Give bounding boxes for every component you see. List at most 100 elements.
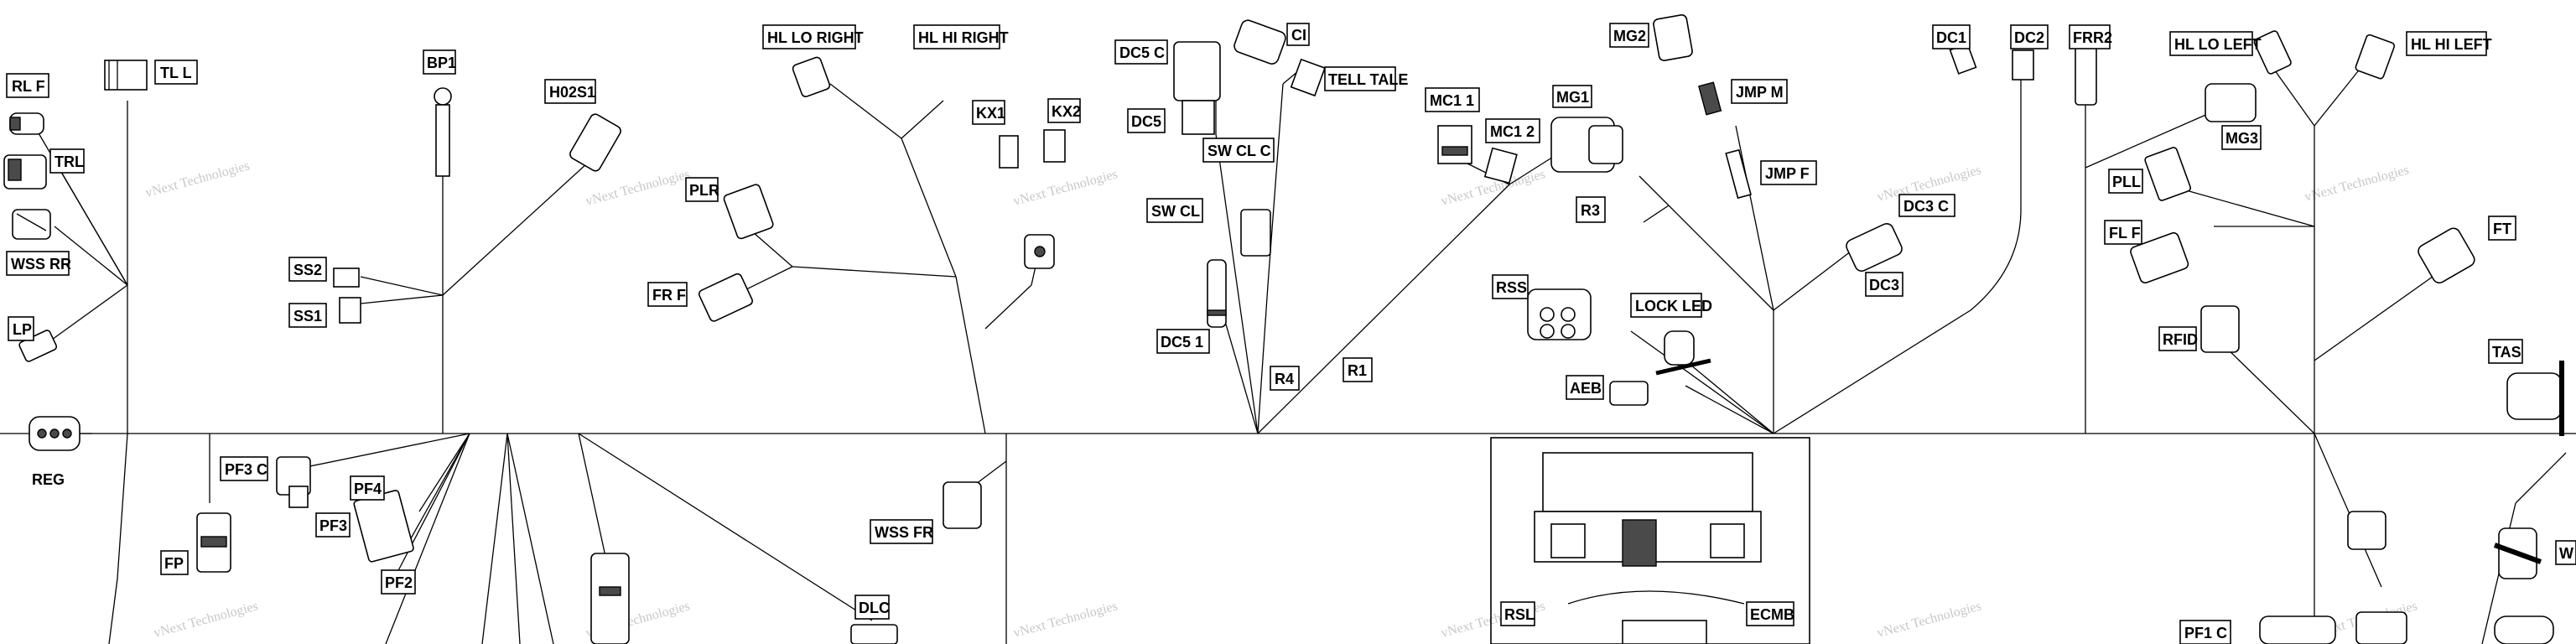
ss1-connector-icon xyxy=(339,297,361,324)
component-label-text: FR F xyxy=(652,287,686,304)
component-label-text: JMP M xyxy=(1736,84,1784,101)
label-fr-f: FR F xyxy=(647,282,688,307)
label-mg2: MG2 xyxy=(1609,23,1649,48)
label-rss: RSS xyxy=(1492,274,1529,299)
label-pf2: PF2 xyxy=(381,569,416,595)
component-label-text: TL L xyxy=(160,65,192,81)
label-dc3-c: DC3 C xyxy=(1898,194,1955,217)
label-dc2: DC2 xyxy=(2010,24,2049,49)
label-pf3: PF3 xyxy=(315,512,351,538)
tell-tale-connector-icon xyxy=(1290,58,1326,97)
component-label-text: LP xyxy=(13,321,32,338)
w-connector-icon xyxy=(2493,527,2542,579)
trl-connector-icon xyxy=(3,154,47,190)
component-label-text: TRL xyxy=(55,153,84,170)
label-dc5-c: DC5 C xyxy=(1114,39,1168,65)
component-label-text: MG1 xyxy=(1556,89,1589,106)
label-dc5-1: DC5 1 xyxy=(1156,329,1210,354)
dc5-c-connector-icon xyxy=(1173,41,1221,135)
watermark-text: vNext Technologies xyxy=(1012,599,1119,641)
component-label-text: DLC xyxy=(859,600,890,616)
component-label-text: BP1 xyxy=(427,55,456,71)
bottom-connector-icon xyxy=(590,553,630,644)
ft-connector-icon xyxy=(2418,227,2475,284)
label-bp1: BP1 xyxy=(423,49,456,75)
rfid-connector-icon xyxy=(2200,305,2240,353)
component-label-text: FL F xyxy=(2109,225,2141,242)
component-label-text: ECMB xyxy=(1750,606,1794,623)
label-rfid: RFID xyxy=(2158,326,2198,351)
watermark-text: vNext Technologies xyxy=(1876,599,1983,641)
label-hl-hi-right: HL HI RIGHT xyxy=(913,24,1009,49)
pf1-c-connector-icon xyxy=(2259,615,2336,644)
fr-f-connector-icon xyxy=(698,273,753,322)
label-r1: R1 xyxy=(1343,357,1373,382)
label-ci: CI xyxy=(1286,23,1310,46)
watermark-text: vNext Technologies xyxy=(1012,167,1119,209)
dc2-connector-icon xyxy=(2012,49,2034,80)
pf4-connector-icon xyxy=(353,490,414,563)
component-label-text: AEB xyxy=(1570,380,1602,397)
plr-connector-icon xyxy=(723,184,774,240)
label-hl-hi-left: HL HI LEFT xyxy=(2406,31,2492,56)
component-label-text: KX1 xyxy=(976,105,1005,122)
watermark-text: vNext Technologies xyxy=(153,599,260,641)
pll-connector-icon xyxy=(2144,147,2192,201)
label-reg: REG xyxy=(32,471,65,488)
component-label-text: FT xyxy=(2493,221,2511,237)
label-pf1-c: PF1 C xyxy=(2179,620,2231,644)
tas-connector-icon xyxy=(2506,361,2564,436)
wss-rr-connector-icon xyxy=(12,209,51,240)
label-sw-cl: SW CL xyxy=(1146,198,1203,223)
tl-l-connector-icon xyxy=(104,60,148,91)
jmp-f-connector-icon xyxy=(1725,148,1752,200)
label-r3: R3 xyxy=(1576,196,1606,223)
label-tell-tale: TELL TALE xyxy=(1324,66,1408,91)
component-label-text: TAS xyxy=(2492,344,2521,361)
hl-lo-left-connector-icon xyxy=(2253,30,2292,75)
component-label-text: PF3 C xyxy=(225,461,267,478)
wss-fr-connector-icon xyxy=(943,481,982,529)
label-dc3: DC3 xyxy=(1865,272,1903,297)
component-label-text: SS1 xyxy=(293,308,322,325)
label-trl: TRL xyxy=(49,148,85,174)
watermark-text: vNext Technologies xyxy=(584,167,692,209)
label-ss1: SS1 xyxy=(288,303,327,328)
label-fp: FP xyxy=(160,550,189,575)
component-label-text: DC5 C xyxy=(1119,44,1165,61)
component-label-text: SW CL xyxy=(1151,203,1200,220)
component-label-text: MC1 2 xyxy=(1490,123,1535,140)
label-wss-rr: WSS RR xyxy=(6,251,71,276)
label-dlc: DLC xyxy=(854,595,890,620)
label-dc5: DC5 xyxy=(1127,108,1166,133)
ci-connector-icon xyxy=(1233,19,1286,65)
watermark-text: vNext Technologies xyxy=(2303,163,2411,205)
label-frr2: FRR2 xyxy=(2069,24,2112,49)
component-label-text: H02S1 xyxy=(549,84,595,101)
label-pf4: PF4 xyxy=(350,475,385,501)
dlc-connector-icon xyxy=(850,624,898,644)
component-label-text: HL HI LEFT xyxy=(2411,36,2492,53)
hl-hi-left-connector-icon xyxy=(2355,34,2396,80)
label-fl-f: FL F xyxy=(2104,220,2142,245)
mg3-connector-icon xyxy=(2205,83,2257,122)
component-label-text: RSL xyxy=(1504,606,1535,623)
component-label-text: R3 xyxy=(1581,202,1600,219)
mg2-connector-icon xyxy=(1653,14,1693,61)
component-label-text: PF3 xyxy=(319,517,347,534)
bp1-ring-terminal-icon xyxy=(434,87,452,177)
h02s1-connector-icon xyxy=(569,113,621,172)
component-label-text: FP xyxy=(164,555,184,572)
watermarks: vNext Technologies vNext Technologies vN… xyxy=(144,158,2419,641)
w2-connector-icon xyxy=(2494,615,2554,644)
component-label-text: DC5 1 xyxy=(1161,334,1203,351)
component-label-text: JMP F xyxy=(1765,165,1810,182)
component-label-text: DC2 xyxy=(2014,29,2044,46)
label-lp: LP xyxy=(8,316,34,341)
component-label-text: DC3 C xyxy=(1903,198,1949,215)
label-hl-lo-left: HL LO LEFT xyxy=(2169,31,2262,56)
component-label-text: WSS FR xyxy=(875,524,933,541)
component-label-text: SW CL C xyxy=(1208,143,1271,159)
component-label-text: DC3 xyxy=(1869,277,1899,293)
